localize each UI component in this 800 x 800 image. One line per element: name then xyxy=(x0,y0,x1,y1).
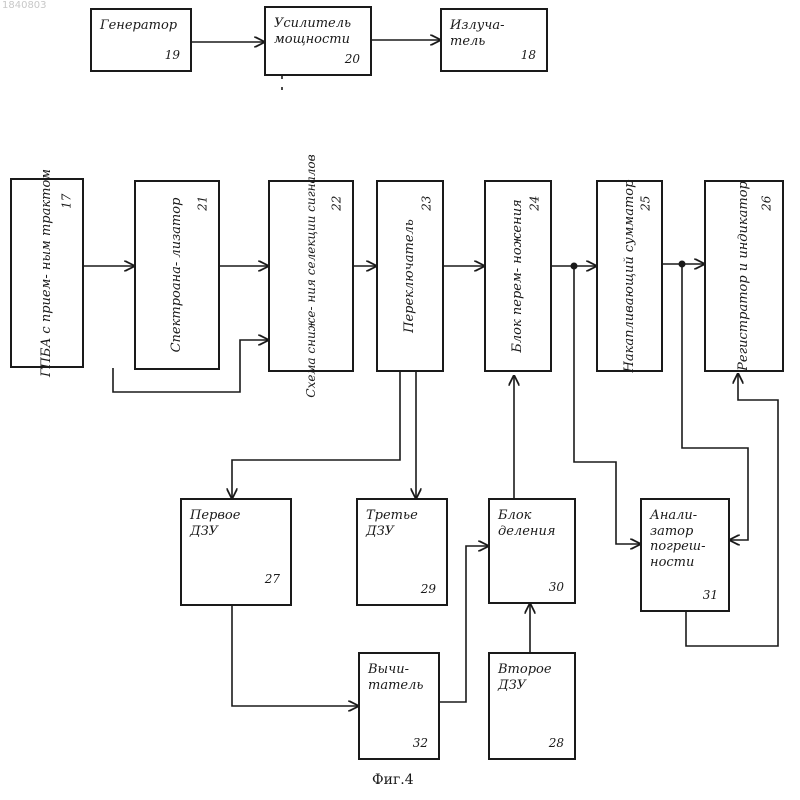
block-multiplier-24: Блок перем- ножения 24 xyxy=(484,180,552,372)
wire-27-32 xyxy=(232,606,358,706)
block-number: 18 xyxy=(521,48,536,62)
block-number: 27 xyxy=(265,572,280,586)
block-subtractor-32: Вычи- татель 32 xyxy=(358,652,440,760)
junction-dot-25 xyxy=(679,261,686,268)
block-power-amplifier-20: Усилитель мощности 20 xyxy=(264,6,372,76)
block-switch-23: Переключатель 23 xyxy=(376,180,444,372)
block-emitter-18: Излуча- тель 18 xyxy=(440,8,548,72)
block-number: 29 xyxy=(421,582,436,596)
block-antenna-receiver-17: ГПБА с прием- ным трактом 17 xyxy=(10,178,84,368)
block-number: 31 xyxy=(703,588,718,602)
block-number: 17 xyxy=(59,194,73,209)
block-label: Первое ДЗУ xyxy=(190,508,284,539)
block-generator-19: Генератор 19 xyxy=(90,8,192,72)
block-label: Блок перем- ножения xyxy=(510,199,526,352)
block-label: Анали- затор погреш- ности xyxy=(650,508,722,570)
block-spectrum-analyzer-21: Спектроана- лизатор 21 xyxy=(134,180,220,370)
block-number: 32 xyxy=(413,736,428,750)
block-first-dzu-27: Первое ДЗУ 27 xyxy=(180,498,292,606)
block-label: Переключатель xyxy=(402,219,418,333)
block-number: 30 xyxy=(549,580,564,594)
block-label: Второе ДЗУ xyxy=(498,662,568,693)
block-label: Вычи- татель xyxy=(368,662,432,693)
block-recorder-indicator-26: Регистратор и индикатор 26 xyxy=(704,180,784,372)
block-label: Излуча- тель xyxy=(450,18,540,49)
block-label: Регистратор и индикатор xyxy=(736,181,752,371)
block-accumulator-25: Накапливающий сумматор 25 xyxy=(596,180,663,372)
block-number: 19 xyxy=(165,48,180,62)
junction-dot-24 xyxy=(571,263,578,270)
block-number: 25 xyxy=(638,196,652,211)
block-number: 23 xyxy=(419,196,433,211)
block-label: ГПБА с прием- ным трактом xyxy=(39,169,55,377)
block-label: Схема сниже- ния селекции сигналов xyxy=(304,154,318,397)
block-selection-circuit-22: Схема сниже- ния селекции сигналов 22 xyxy=(268,180,354,372)
block-label: Усилитель мощности xyxy=(274,16,364,47)
block-error-analyzer-31: Анали- затор погреш- ности 31 xyxy=(640,498,730,612)
block-divider-30: Блок деления 30 xyxy=(488,498,576,604)
block-number: 21 xyxy=(195,196,209,211)
block-label: Третье ДЗУ xyxy=(366,508,440,539)
block-number: 20 xyxy=(345,52,360,66)
block-label: Накапливающий сумматор xyxy=(622,180,638,373)
block-label: Спектроана- лизатор xyxy=(169,198,185,353)
block-number: 24 xyxy=(527,196,541,211)
block-number: 26 xyxy=(759,196,773,211)
figure-caption: Фиг.4 xyxy=(372,772,414,788)
block-number: 22 xyxy=(329,196,343,211)
block-label: Блок деления xyxy=(498,508,568,539)
block-number: 28 xyxy=(549,736,564,750)
block-second-dzu-28: Второе ДЗУ 28 xyxy=(488,652,576,760)
block-third-dzu-29: Третье ДЗУ 29 xyxy=(356,498,448,606)
block-label: Генератор xyxy=(100,18,184,34)
